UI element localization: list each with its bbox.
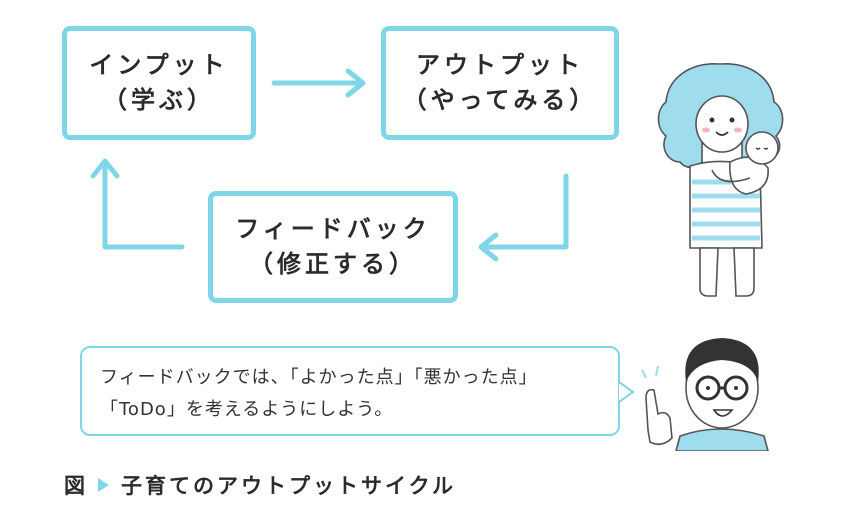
arrow-output-to-feedback	[478, 173, 569, 262]
figure-caption: 図 子育てのアウトプットサイクル	[64, 470, 456, 500]
output-box: アウトプット （やってみる）	[381, 26, 619, 140]
input-box: インプット （学ぶ）	[62, 26, 256, 140]
speech-bubble: フィードバックでは、「よかった点」「悪かった点」 「ToDo」を考えるようにしよ…	[80, 346, 620, 436]
glasses	[695, 375, 749, 401]
bubble-line-2: 「ToDo」を考えるようにしよう。	[100, 399, 394, 420]
output-subtitle: （やってみる）	[402, 86, 598, 114]
output-title: アウトプット	[416, 51, 584, 80]
mother-with-baby-illustration	[657, 63, 784, 297]
feedback-subtitle: （修正する）	[249, 250, 417, 278]
input-title: インプット	[89, 51, 229, 80]
baby	[729, 131, 779, 195]
input-subtitle: （学ぶ）	[103, 86, 215, 114]
father-with-glasses-illustration	[641, 338, 769, 451]
feedback-box: フィードバック （修正する）	[208, 191, 458, 303]
bubble-line-1: フィードバックでは、「よかった点」「悪かった点」	[100, 367, 538, 388]
caption-label: 図	[64, 474, 88, 498]
caption-text: 子育てのアウトプットサイクル	[121, 474, 456, 498]
feedback-title: フィードバック	[235, 215, 431, 244]
caption-triangle-icon	[98, 478, 109, 492]
arrow-input-to-output	[271, 68, 366, 98]
arrow-feedback-to-input	[90, 158, 185, 250]
speech-bubble-tail	[618, 381, 635, 403]
